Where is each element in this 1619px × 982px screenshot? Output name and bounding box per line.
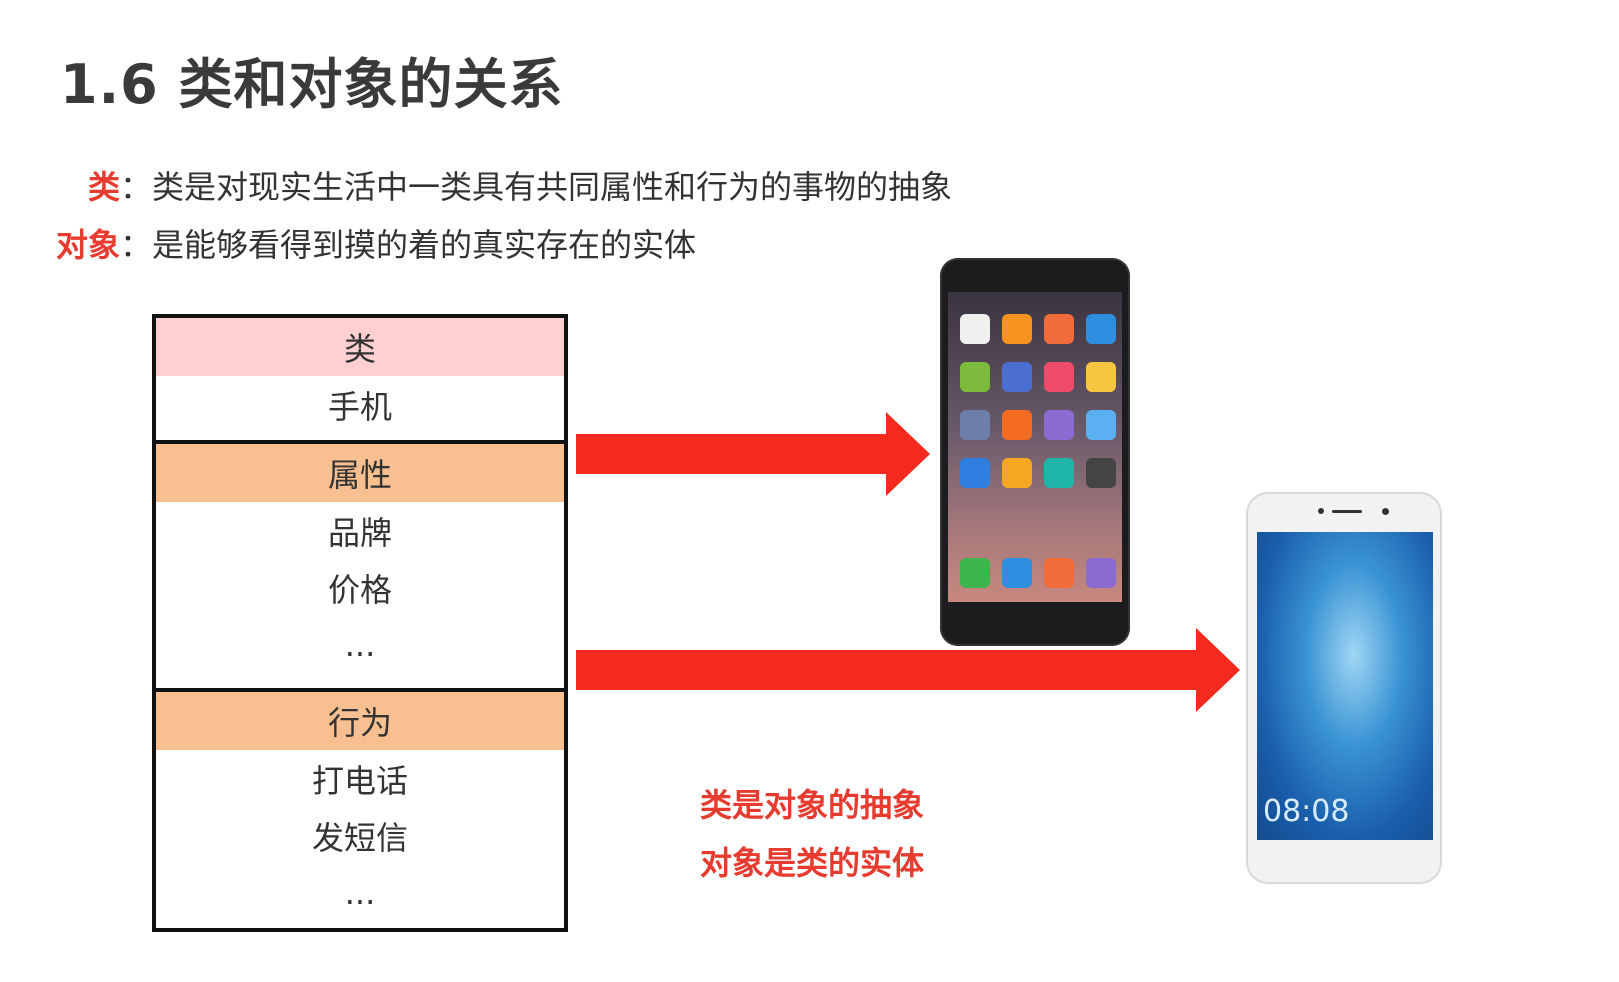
object-definition-text: ：是能够看得到摸的着的真实存在的实体 [120,226,697,264]
behaviors-section: 行为 打电话 发短信 ... [156,688,564,932]
object-definition: 对象：是能够看得到摸的着的真实存在的实体 [56,220,696,266]
class-header: 类 [156,318,564,376]
class-definition-key: 类 [88,168,121,206]
phone-screen [948,292,1122,602]
behaviors-header: 行为 [156,692,564,750]
summary-line-1: 类是对象的抽象 [700,786,925,824]
attribute-item: ... [344,625,376,664]
xiaomi-phone-image [940,258,1130,646]
class-diagram-box: 类 手机 属性 品牌 价格 ... 行为 打电话 发短信 ... [152,314,568,932]
attribute-item: 价格 [327,570,392,609]
behavior-item: 发短信 [311,818,408,857]
class-name: 手机 [327,387,392,426]
phone-clock: 08:08 [1263,794,1350,829]
class-definition: 类：类是对现实生活中一类具有共同属性和行为的事物的抽象 [88,162,952,208]
attributes-section: 属性 品牌 价格 ... [156,440,564,692]
object-definition-key: 对象 [56,226,121,264]
behavior-item: ... [344,873,376,912]
slide-title: 1.6 类和对象的关系 [60,53,564,116]
summary-line-2: 对象是类的实体 [700,844,925,882]
attributes-header: 属性 [156,444,564,502]
class-name-section: 类 手机 [156,318,564,440]
phone-screen: 08:08 [1257,532,1433,840]
huawei-phone-image: 08:08 [1246,492,1442,884]
behavior-item: 打电话 [311,761,408,800]
class-definition-text: ：类是对现实生活中一类具有共同属性和行为的事物的抽象 [120,168,953,206]
attribute-item: 品牌 [327,513,392,552]
